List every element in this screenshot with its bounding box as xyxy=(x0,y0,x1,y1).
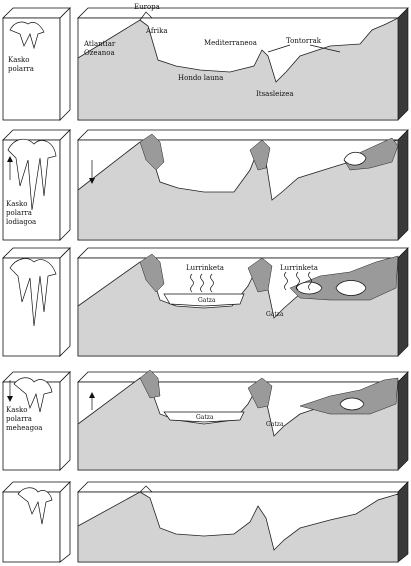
panel-4-left-side xyxy=(59,371,71,471)
panel-3-left-side xyxy=(59,247,71,357)
europe-label: Europa xyxy=(134,3,160,11)
panel-2-left-top xyxy=(2,129,71,141)
europe-peak xyxy=(139,11,153,21)
panel-3-main-top xyxy=(77,247,409,259)
panel-4: Kasko polarra meheagoa Gatza Gatza xyxy=(2,369,409,471)
strait-sediment-4 xyxy=(139,369,161,399)
salt-label-4a: Gatza xyxy=(196,414,214,421)
polar-cap-label-2b: polarra xyxy=(6,209,32,217)
east-basin-2 xyxy=(343,151,367,166)
polar-cap-shape-4 xyxy=(13,377,53,413)
polar-cap-label-1b: polarra xyxy=(8,65,34,73)
sill-sediment-4 xyxy=(247,377,273,409)
africa-label: Afrika xyxy=(145,27,168,35)
panel-4-main-top xyxy=(77,371,409,383)
sills-label: Tontorrak xyxy=(286,37,322,45)
panel-3-side xyxy=(397,247,409,357)
panel-1: Kasko polarra Europa Afrika Atlantiar Oz… xyxy=(2,3,409,121)
strait-sediment-3 xyxy=(139,253,165,293)
polar-cap-label-1a: Kasko xyxy=(8,56,29,64)
polar-cap-shape-1 xyxy=(9,21,45,50)
arrow-down-head-4 xyxy=(7,396,13,402)
evap-wave-6 xyxy=(308,271,312,291)
panel-5-side xyxy=(397,481,409,563)
panel-2-side xyxy=(397,129,409,241)
seafloor-1 xyxy=(77,17,399,121)
panel-2-left-side xyxy=(59,129,71,241)
mediterranean-label: Mediterraneoa xyxy=(204,39,257,47)
polar-cap-label-2a: Kasko xyxy=(6,200,27,208)
salt-basin-3 xyxy=(163,293,245,307)
seafloor-5 xyxy=(77,491,399,563)
arrow-down-head-2 xyxy=(89,178,95,184)
sill-sediment-2 xyxy=(249,139,271,171)
polar-cap-label-4a: Kasko xyxy=(6,406,27,414)
arrow-up-head-4 xyxy=(89,392,95,398)
strait-sediment-2 xyxy=(139,133,165,171)
panel-5 xyxy=(2,481,409,563)
salt-label-4b: Gatza xyxy=(266,421,284,428)
atlantic-label-b: Ozeanoa xyxy=(84,49,115,57)
east-basin-3b xyxy=(335,280,367,296)
sills-pointer-2 xyxy=(309,44,341,53)
panel-3-left-top xyxy=(2,247,71,259)
evap-wave-3 xyxy=(210,273,214,293)
strait-peak-5 xyxy=(139,485,153,493)
polar-cap-shape-2 xyxy=(7,138,57,211)
abyss-label: Itsasleizea xyxy=(256,90,294,98)
sill-sediment-3 xyxy=(247,257,273,293)
panel-4-side xyxy=(397,371,409,471)
atlantic-label-a: Atlantiar xyxy=(83,40,116,48)
sills-pointer-1 xyxy=(267,44,291,53)
polar-cap-label-4b: polarra xyxy=(6,415,32,423)
panel-5-main-top xyxy=(77,481,409,493)
salt-label-3b: Gatza xyxy=(266,311,284,318)
panel-1-side xyxy=(397,7,409,121)
panel-5-left-side xyxy=(59,481,71,563)
evaporation-label-1: Lurrinketa xyxy=(186,264,224,272)
panel-1-left-top xyxy=(2,7,71,19)
east-basin-4 xyxy=(339,397,365,411)
east-sediment-4 xyxy=(299,377,399,415)
arrow-up-head-2 xyxy=(7,156,13,162)
evap-wave-1 xyxy=(190,273,194,293)
polar-cap-shape-3 xyxy=(9,258,57,327)
evap-wave-5 xyxy=(296,271,300,291)
polar-cap-label-4c: meheagoa xyxy=(6,424,42,432)
polar-cap-shape-5 xyxy=(17,487,53,525)
panel-3: Gatza Gatza Gatza Lurrinketa Lurrinketa xyxy=(2,247,409,357)
panel-2: Kasko polarra lodiagoa xyxy=(2,129,409,241)
evap-wave-4 xyxy=(284,271,288,291)
evaporation-label-2: Lurrinketa xyxy=(280,264,318,272)
salt-label-3a: Gatza xyxy=(198,297,216,304)
panel-2-main-top xyxy=(77,129,409,141)
panel-1-left-side xyxy=(59,7,71,121)
panel-1-main-top xyxy=(77,7,409,19)
salt-basin-4 xyxy=(163,411,245,423)
evap-wave-2 xyxy=(200,273,204,293)
polar-cap-label-2c: lodiagoa xyxy=(6,218,36,226)
abyssal-plain-label: Hondo launa xyxy=(178,74,223,82)
